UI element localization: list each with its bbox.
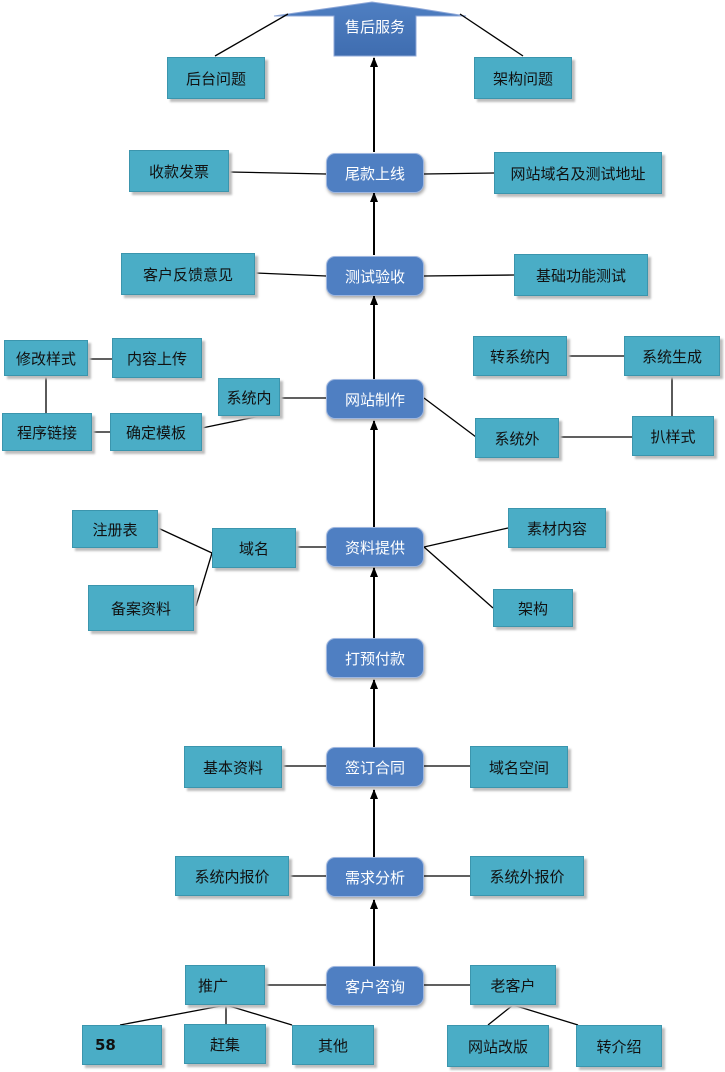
out-system-quote-node[interactable]: 系统外报价	[470, 856, 584, 896]
referral-node[interactable]: 转介绍	[576, 1025, 662, 1067]
out-system-node[interactable]: 系统外	[475, 418, 559, 458]
customer-consult-node[interactable]: 客户咨询	[326, 966, 424, 1006]
site-build-node[interactable]: 网站制作	[326, 379, 424, 419]
system-generate-node[interactable]: 系统生成	[624, 336, 720, 376]
source-58-node[interactable]: 58	[82, 1025, 162, 1065]
sign-contract-node[interactable]: 签订合同	[326, 747, 424, 787]
architecture-issue-node[interactable]: 架构问题	[474, 57, 572, 99]
site-revamp-node[interactable]: 网站改版	[447, 1025, 549, 1067]
architecture-node[interactable]: 架构	[493, 589, 573, 627]
in-system-quote-node[interactable]: 系统内报价	[175, 856, 289, 896]
grab-style-node[interactable]: 扒样式	[632, 416, 714, 456]
in-system-node[interactable]: 系统内	[218, 378, 280, 416]
register-form-node[interactable]: 注册表	[72, 510, 158, 548]
prepay-node[interactable]: 打预付款	[326, 638, 424, 678]
filing-docs-node[interactable]: 备案资料	[88, 585, 194, 631]
tail-payment-launch-node[interactable]: 尾款上线	[326, 153, 424, 193]
material-content-node[interactable]: 素材内容	[508, 508, 606, 548]
promotion-node[interactable]: 推广	[185, 965, 265, 1005]
ganji-node[interactable]: 赶集	[184, 1024, 266, 1064]
top-arrow-shape	[273, 1, 467, 57]
other-node[interactable]: 其他	[292, 1025, 374, 1065]
domain-node[interactable]: 域名	[212, 528, 296, 568]
basic-info-node[interactable]: 基本资料	[184, 746, 282, 788]
customer-feedback-node[interactable]: 客户反馈意见	[121, 253, 255, 295]
side-connectors	[45, 13, 673, 1026]
materials-provide-node[interactable]: 资料提供	[326, 527, 424, 567]
modify-style-node[interactable]: 修改样式	[4, 340, 88, 376]
program-link-node[interactable]: 程序链接	[2, 413, 92, 451]
old-customer-node[interactable]: 老客户	[470, 965, 556, 1005]
backend-issue-node[interactable]: 后台问题	[167, 57, 265, 99]
receipt-invoice-node[interactable]: 收款发票	[129, 150, 229, 192]
content-upload-node[interactable]: 内容上传	[112, 338, 202, 378]
basic-function-test-node[interactable]: 基础功能测试	[514, 254, 648, 296]
confirm-template-node[interactable]: 确定模板	[110, 413, 202, 451]
requirements-analysis-node[interactable]: 需求分析	[326, 857, 424, 897]
aftersales-service-label: 售后服务	[344, 17, 405, 36]
test-acceptance-node[interactable]: 测试验收	[326, 256, 424, 296]
to-in-system-node[interactable]: 转系统内	[473, 336, 567, 376]
domain-test-address-node[interactable]: 网站域名及测试地址	[494, 152, 662, 194]
domain-space-node[interactable]: 域名空间	[470, 746, 568, 788]
